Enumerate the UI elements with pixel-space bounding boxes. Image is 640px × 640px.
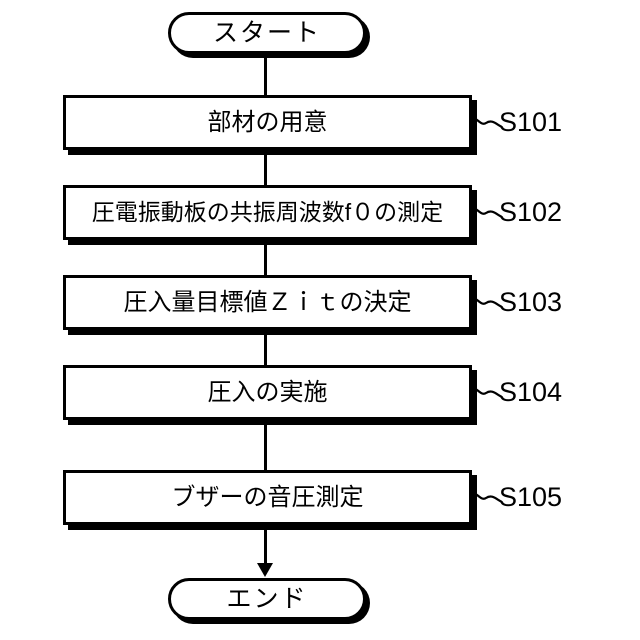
process-node-s104: 圧入の実施: [63, 365, 472, 420]
connector-step5-to-end: [264, 525, 267, 565]
wave-leader-icon: [470, 296, 502, 308]
leader-line-s103: [470, 294, 502, 310]
process-node-s103: 圧入量目標値Ｚｉｔの決定: [63, 275, 472, 330]
process-node-s103-label: 圧入量目標値Ｚｉｔの決定: [123, 288, 412, 316]
process-node-s102: 圧電振動板の共振周波数f０の測定: [63, 185, 472, 240]
wave-leader-icon: [470, 386, 502, 398]
wave-leader-icon: [470, 116, 502, 128]
step-ref-s103: S103: [499, 287, 563, 317]
wave-leader-icon: [470, 206, 502, 218]
leader-line-s104: [470, 384, 502, 400]
leader-line-s101: [470, 114, 502, 130]
connector-step2-to-step3: [264, 240, 267, 275]
connector-step4-to-step5: [264, 420, 267, 470]
process-node-s105: ブザーの音圧測定: [63, 470, 472, 525]
process-node-s101-label: 部材の用意: [207, 108, 328, 136]
connector-step3-to-step4: [264, 330, 267, 365]
wave-leader-icon: [470, 491, 502, 503]
arrowhead-icon: [257, 563, 273, 577]
leader-line-s102: [470, 204, 502, 220]
process-node-s104-label: 圧入の実施: [207, 378, 328, 406]
connector-step1-to-step2: [264, 150, 267, 185]
step-ref-s101: S101: [499, 107, 563, 137]
process-node-s105-label: ブザーの音圧測定: [171, 483, 364, 511]
leader-line-s105: [470, 489, 502, 505]
step-ref-s104: S104: [499, 377, 563, 407]
start-node-label: スタート: [212, 18, 321, 47]
process-node-s101: 部材の用意: [63, 95, 472, 150]
connector-start-to-step1: [264, 54, 267, 95]
start-node: スタート: [168, 12, 366, 54]
step-ref-s102: S102: [499, 197, 563, 227]
step-ref-s105: S105: [499, 482, 563, 512]
process-node-s102-label: 圧電振動板の共振周波数f０の測定: [91, 199, 444, 225]
end-node: エンド: [168, 578, 366, 620]
end-node-label: エンド: [226, 584, 308, 613]
